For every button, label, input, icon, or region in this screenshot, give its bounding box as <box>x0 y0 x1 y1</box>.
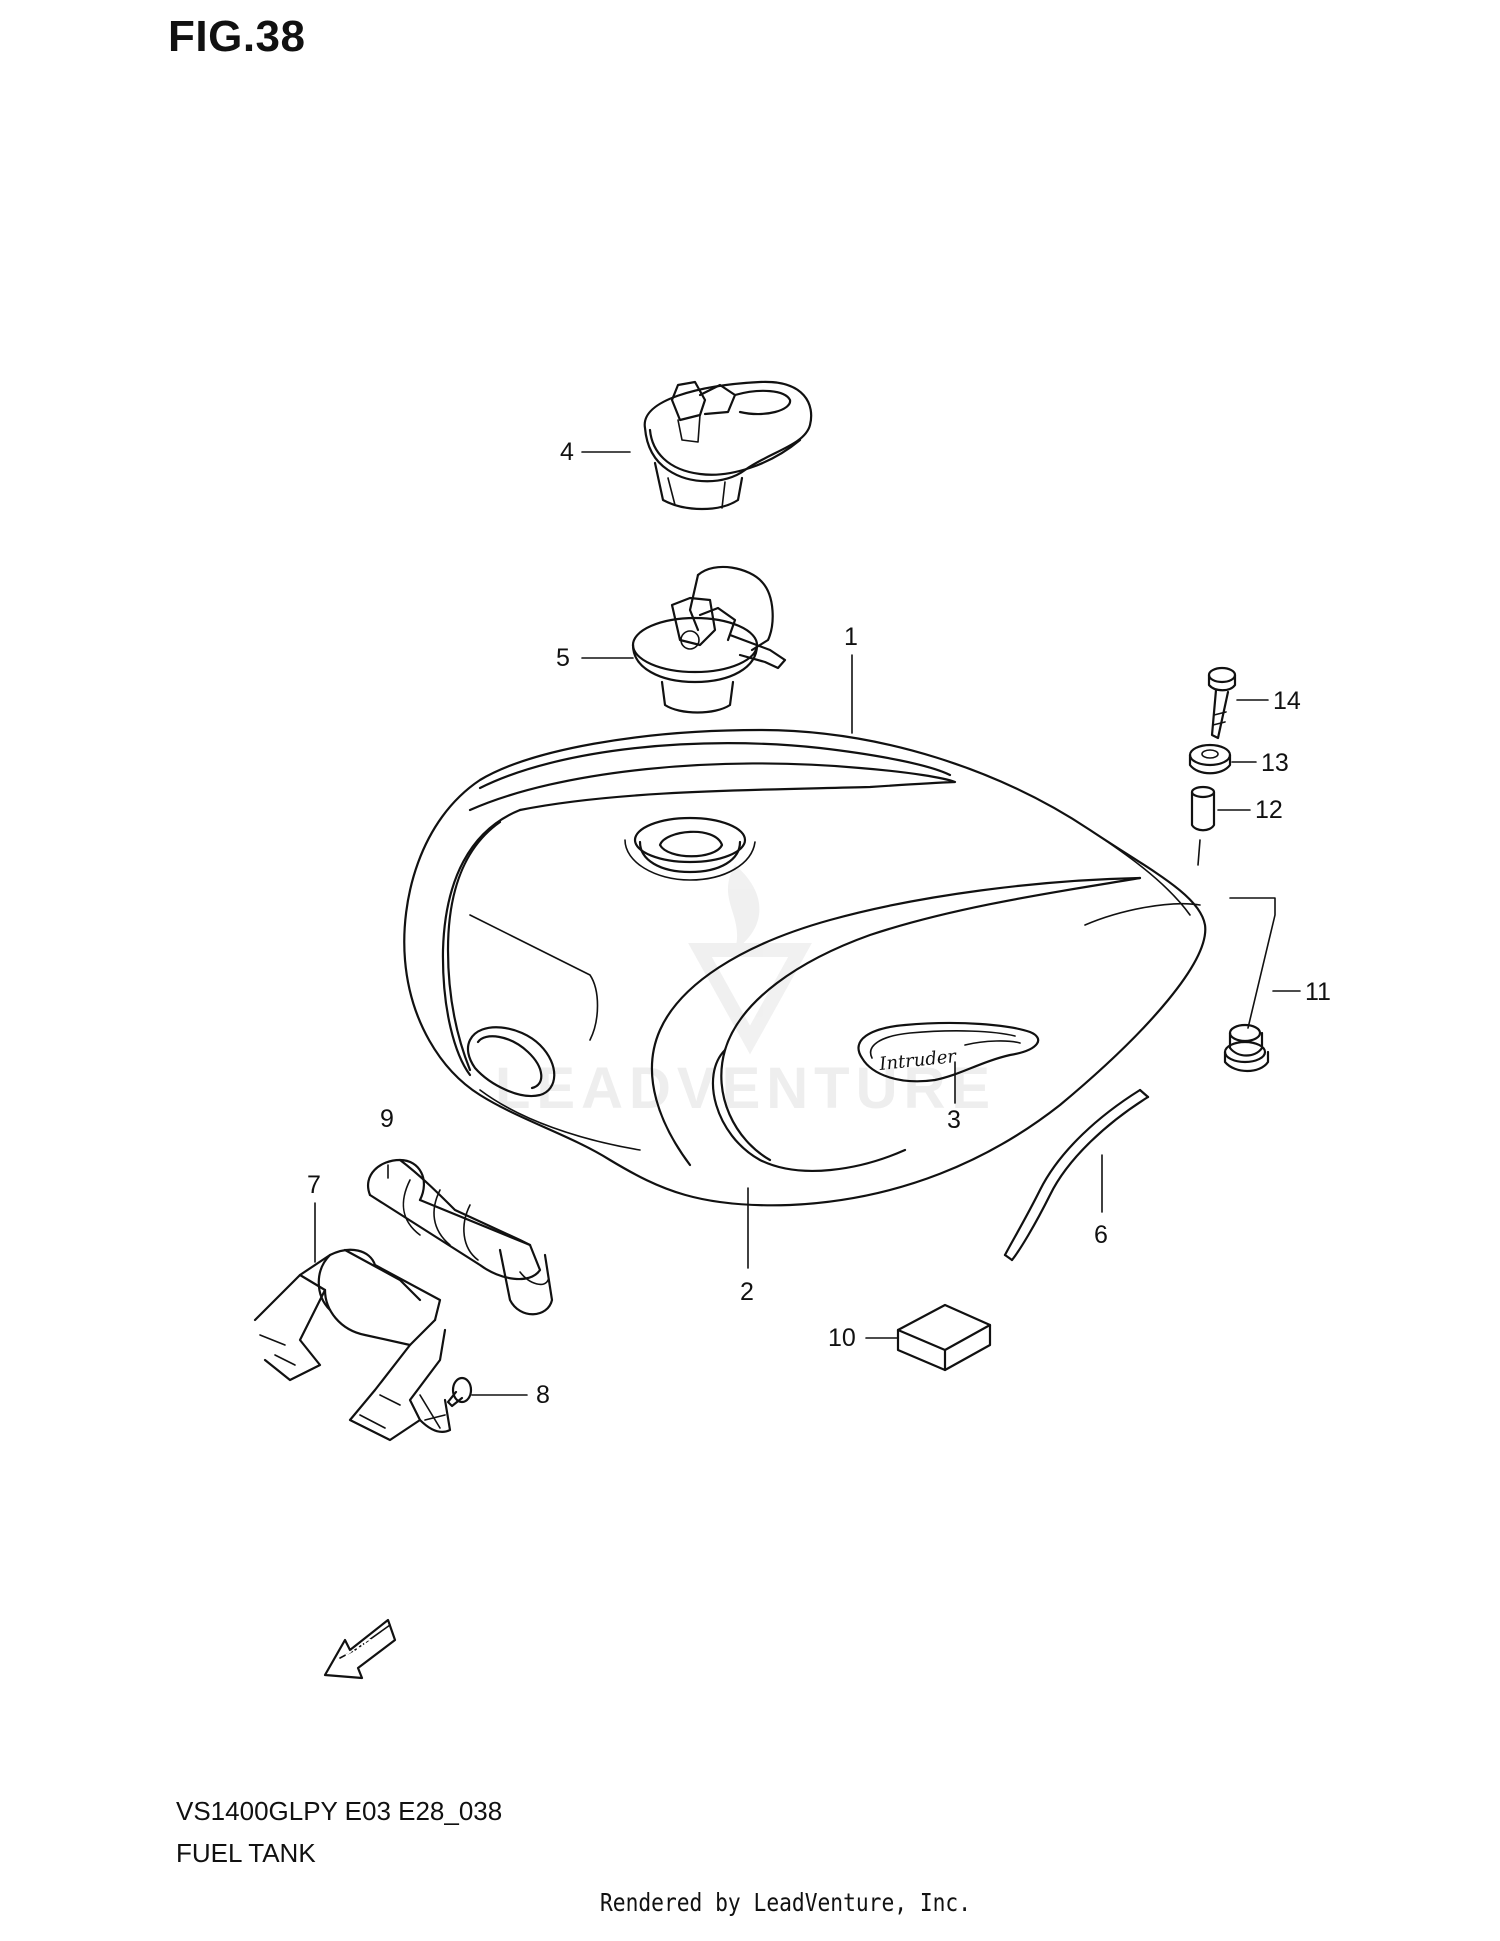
callout-12: 12 <box>1255 796 1283 824</box>
part-9-rubber-cushion <box>367 1158 554 1316</box>
callout-2: 2 <box>740 1278 754 1306</box>
part-7-mounting-bracket <box>253 1248 452 1442</box>
callout-9: 9 <box>380 1105 394 1133</box>
callout-1: 1 <box>844 623 858 651</box>
part-14-bolt <box>1207 666 1237 740</box>
callout-labels: 4 5 1 2 3 6 7 9 8 10 11 12 13 14 <box>307 438 1331 1409</box>
figure-title: FIG.38 <box>168 12 306 61</box>
fwd-label: FWD <box>343 1634 378 1665</box>
watermark-text: LEADVENTURE <box>495 1056 996 1121</box>
leader-lines <box>314 451 1301 1396</box>
part-12-spacer <box>1190 785 1216 832</box>
part-4-fuel-cap <box>643 380 813 511</box>
part-1-fuel-tank <box>403 728 1207 1207</box>
part-13-washer <box>1188 743 1232 775</box>
part-8-screw <box>419 1376 473 1429</box>
callout-3: 3 <box>947 1106 961 1134</box>
callout-6: 6 <box>1094 1221 1108 1249</box>
callout-5: 5 <box>556 644 570 672</box>
callout-4: 4 <box>560 438 574 466</box>
callout-7: 7 <box>307 1171 321 1199</box>
part-5-fuel-cap-keys <box>631 565 787 714</box>
watermark-logo <box>688 865 812 1055</box>
part-6-trim-strip <box>1003 1088 1150 1262</box>
callout-14: 14 <box>1273 687 1301 715</box>
callout-11: 11 <box>1305 978 1331 1006</box>
fwd-arrow-icon: FWD <box>323 1618 397 1680</box>
model-code: VS1400GLPY E03 E28_038 <box>176 1796 503 1826</box>
callout-10: 10 <box>828 1324 856 1352</box>
section-name: FUEL TANK <box>176 1838 316 1868</box>
rendered-by-credit: Rendered by LeadVenture, Inc. <box>600 1888 972 1917</box>
part-10-pad <box>896 1303 992 1372</box>
part-11-grommet <box>1223 1023 1270 1073</box>
callout-13: 13 <box>1261 749 1289 777</box>
callout-8: 8 <box>536 1381 550 1409</box>
